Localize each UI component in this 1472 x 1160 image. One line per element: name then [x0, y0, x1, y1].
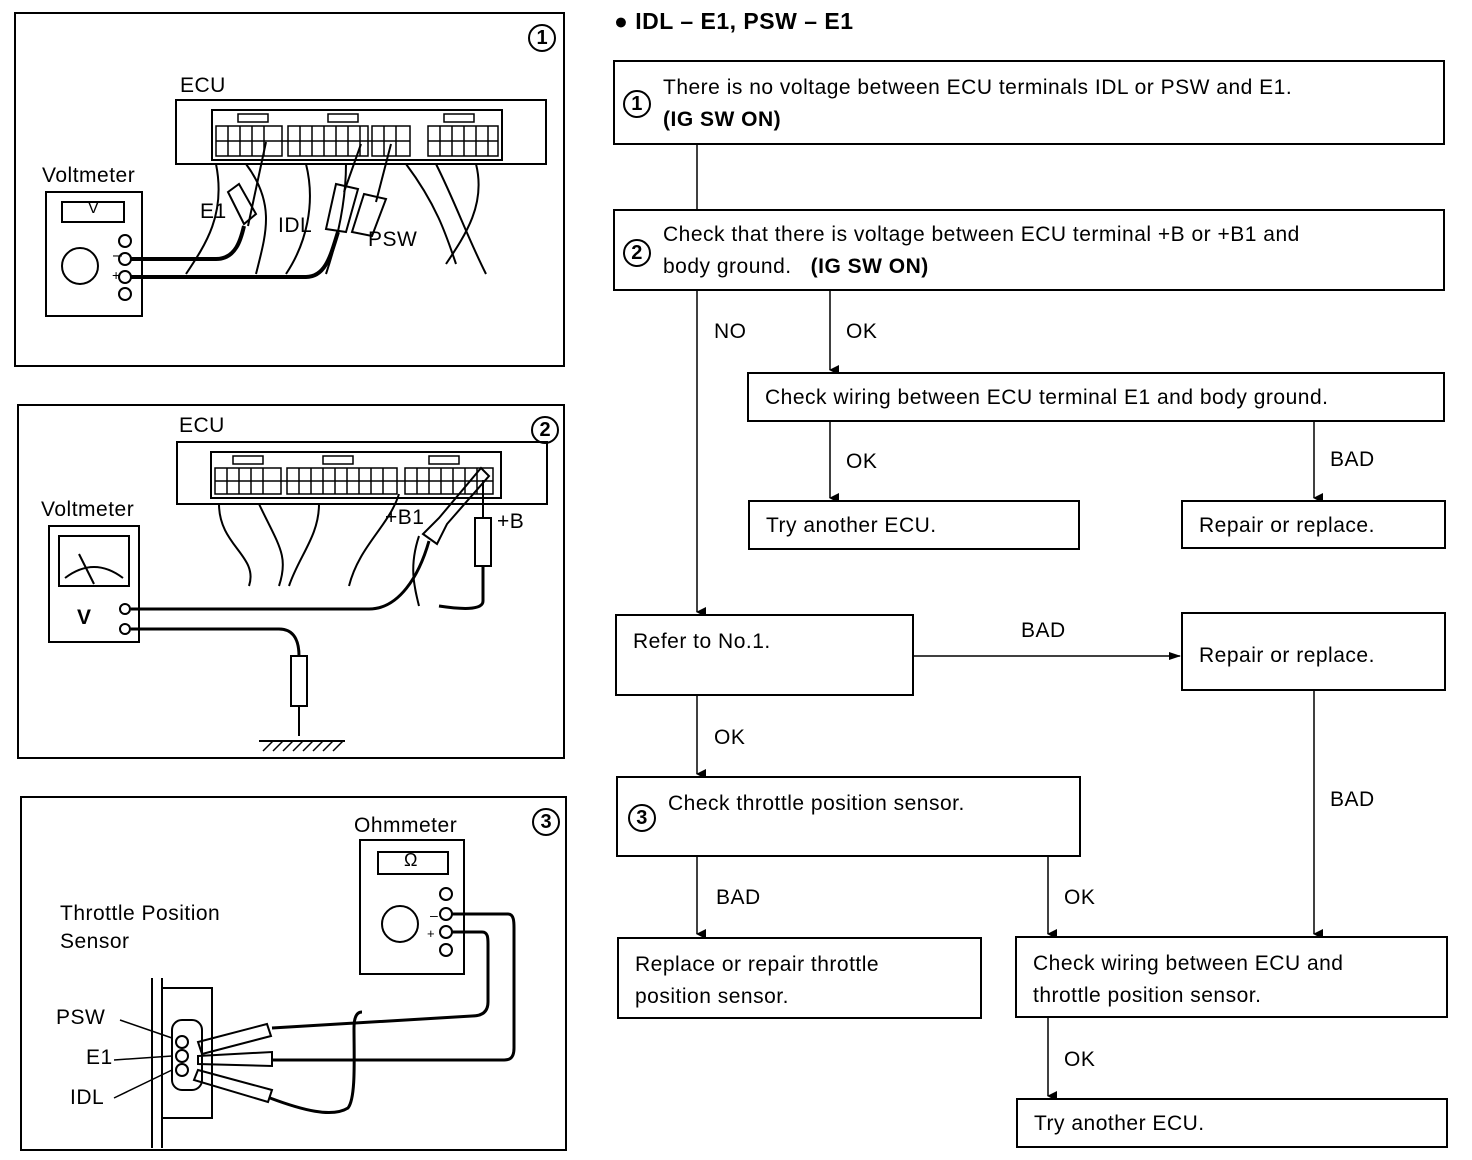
replace-tps-line2: position sensor. [635, 985, 789, 1008]
voltmeter-label: Voltmeter [41, 498, 135, 521]
ecu-housing [176, 441, 548, 505]
refer-no1-text: Refer to No.1. [633, 630, 771, 653]
probe-idl [192, 1068, 274, 1104]
probe-psw [350, 192, 388, 238]
lead-negative [131, 627, 301, 657]
svg-text:+: + [112, 267, 120, 283]
flowchart-heading: ● IDL – E1, PSW – E1 [614, 8, 854, 34]
terminal-b-label: +B [497, 510, 525, 533]
svg-text:–: – [430, 907, 438, 923]
replace-tps-line1: Replace or repair throttle [635, 953, 880, 976]
repair-replace-text-2: Repair or replace. [1199, 644, 1375, 667]
ecu-label: ECU [180, 74, 226, 97]
ground-probe [290, 655, 308, 707]
lead-psw [271, 930, 490, 1030]
replace-tps-box: Replace or repair throttle position sens… [617, 937, 982, 1019]
step-2-line2-text: body ground. [663, 255, 792, 278]
panel-1-voltmeter-idl-psw: – + 1 ECU Voltmeter V E1 IDL PSW [14, 12, 565, 367]
voltmeter-label: Voltmeter [42, 164, 136, 187]
try-another-ecu-box-2: Try another ECU. [1016, 1098, 1448, 1148]
meter-face-label: V [77, 606, 92, 629]
ecu-housing [175, 99, 547, 165]
repair-replace-box-2: Repair or replace. [1181, 612, 1446, 691]
edge-label-ok-4: OK [1064, 886, 1096, 909]
step-1-line2: (IG SW ON) [663, 108, 782, 131]
probe-idl [324, 182, 360, 234]
lead-e1 [272, 912, 516, 1062]
panel-3-number: 3 [532, 808, 560, 836]
edge-label-bad-1: BAD [1330, 448, 1375, 471]
meter-face-label: Ω [404, 850, 418, 870]
voltmeter-body [45, 191, 143, 317]
lead-idl [269, 1010, 363, 1115]
step-3-box: 3 Check throttle position sensor. [616, 776, 1081, 857]
terminal-idl-label: IDL [278, 214, 313, 237]
check-wiring-tps-box: Check wiring between ECU and throttle po… [1015, 936, 1448, 1018]
probe-b [474, 517, 492, 567]
probe-e1 [197, 1050, 273, 1068]
panel-3-ohmmeter-tps: – + 3 Ohmmeter Ω Throttle Position Senso… [20, 796, 567, 1151]
check-e1-ground-box: Check wiring between ECU terminal E1 and… [747, 372, 1445, 422]
panel-2-number: 2 [531, 416, 559, 444]
terminal-idl-label: IDL [70, 1086, 105, 1109]
voltmeter-body [48, 525, 140, 643]
refer-no1-box: Refer to No.1. [615, 614, 914, 696]
probe-e1 [226, 182, 258, 226]
step-3-text: Check throttle position sensor. [668, 792, 965, 815]
lead-negative [131, 225, 246, 261]
edge-label-ok-5: OK [1064, 1048, 1096, 1071]
terminal-b1-label: +B1 [385, 506, 425, 529]
edge-label-bad-4: BAD [716, 886, 761, 909]
step-2-number: 2 [623, 239, 651, 267]
svg-text:–: – [113, 247, 122, 264]
edge-label-ok-3: OK [714, 726, 746, 749]
step-2-line1: Check that there is voltage between ECU … [663, 223, 1300, 246]
heading-text: IDL – E1, PSW – E1 [635, 8, 854, 34]
step-1-box: 1 There is no voltage between ECU termin… [613, 60, 1445, 145]
ecu-label: ECU [179, 414, 225, 437]
step-1-number: 1 [623, 90, 651, 118]
lead-positive [131, 231, 340, 279]
panel-1-illustration: – + [45, 99, 547, 317]
probe-psw [196, 1022, 273, 1056]
check-wiring-tps-line1: Check wiring between ECU and [1033, 952, 1344, 975]
try-another-ecu-text-1: Try another ECU. [766, 514, 937, 537]
sensor-label-line2: Sensor [60, 930, 130, 953]
sensor-label-line1: Throttle Position [60, 902, 221, 925]
try-another-ecu-text-2: Try another ECU. [1034, 1112, 1205, 1135]
step-1-line1: There is no voltage between ECU terminal… [663, 76, 1293, 99]
lead-positive [131, 540, 431, 611]
check-wiring-tps-line2: throttle position sensor. [1033, 984, 1262, 1007]
step-2-condition: (IG SW ON) [810, 255, 929, 278]
panel-2-illustration [48, 441, 548, 752]
panel-2-voltmeter-b-b1: 2 ECU Voltmeter V +B1 +B [17, 404, 565, 759]
edge-label-ok-2: OK [846, 450, 878, 473]
edge-label-bad-2: BAD [1021, 619, 1066, 642]
repair-replace-box-1: Repair or replace. [1181, 500, 1446, 549]
meter-face-label: V [88, 200, 100, 217]
edge-label-ok-1: OK [846, 320, 878, 343]
check-e1-ground-text: Check wiring between ECU terminal E1 and… [765, 386, 1329, 409]
tps-bracket [151, 978, 163, 1148]
try-another-ecu-box-1: Try another ECU. [748, 500, 1080, 550]
svg-text:+: + [427, 926, 435, 941]
panel-3-illustration: – + [113, 839, 516, 1148]
panel-1-number: 1 [528, 24, 556, 52]
step-2-line2: body ground. (IG SW ON) [663, 251, 929, 283]
ohmmeter-body [359, 839, 465, 975]
probe-b1 [421, 466, 491, 546]
terminal-psw-label: PSW [368, 228, 418, 251]
terminal-e1-label: E1 [86, 1046, 113, 1069]
terminal-e1-label: E1 [200, 200, 227, 223]
step-2-box: 2 Check that there is voltage between EC… [613, 209, 1445, 291]
terminal-psw-label: PSW [56, 1006, 106, 1029]
ohmmeter-label: Ohmmeter [354, 814, 458, 837]
step-3-number: 3 [628, 804, 656, 832]
edge-label-bad-3: BAD [1330, 788, 1375, 811]
repair-replace-text-1: Repair or replace. [1199, 514, 1375, 537]
edge-label-no: NO [714, 320, 747, 343]
